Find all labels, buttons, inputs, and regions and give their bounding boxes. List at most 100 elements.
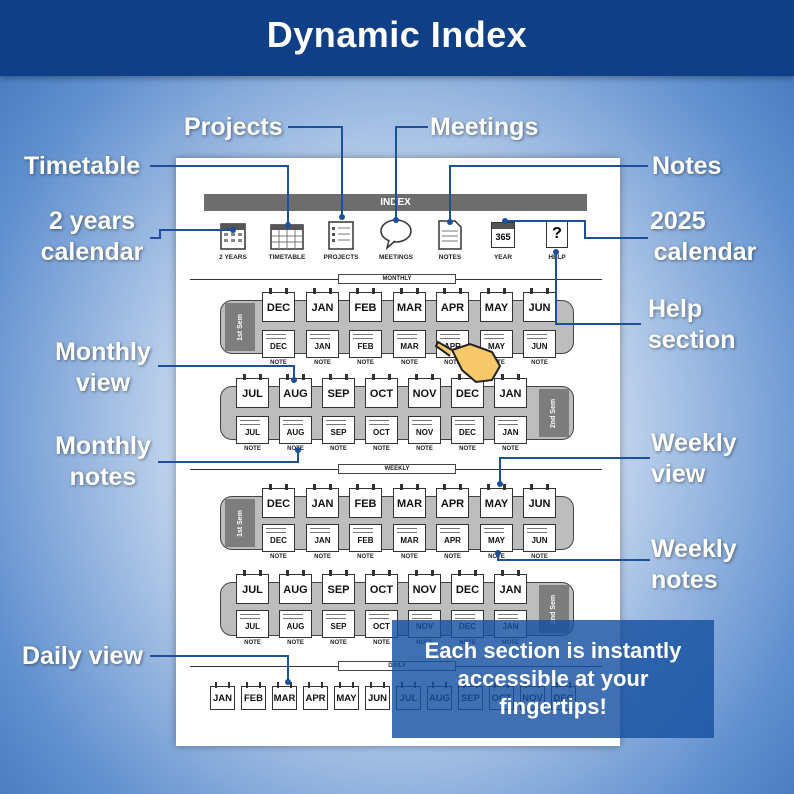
daily-month-jan[interactable]: JAN bbox=[210, 682, 235, 710]
monthly-h2-note-label: NOTE bbox=[287, 446, 304, 452]
weekly-h1-month-apr[interactable]: APR bbox=[436, 484, 469, 518]
weekly-h2-note-aug[interactable]: AUG bbox=[279, 610, 312, 638]
monthly-h2-note-nov[interactable]: NOV bbox=[408, 416, 441, 444]
monthly-h2-month-oct[interactable]: OCT bbox=[365, 374, 398, 408]
monthly-h1-note-apr[interactable]: APR bbox=[436, 330, 469, 358]
monthly-h1-note-feb[interactable]: FEB bbox=[349, 330, 382, 358]
callout-projects: Projects bbox=[184, 113, 283, 141]
calendar-grid-icon[interactable] bbox=[220, 220, 246, 250]
notepad-icon[interactable] bbox=[438, 220, 462, 250]
icon-label-2-years: 2 YEARS bbox=[219, 254, 247, 261]
weekly-h1-note-apr[interactable]: APR bbox=[436, 524, 469, 552]
weekly-h2-month-oct[interactable]: OCT bbox=[365, 570, 398, 604]
icon-label-meetings: MEETINGS bbox=[379, 254, 413, 261]
calendar-365-icon[interactable]: 365 bbox=[491, 222, 515, 248]
help-icon[interactable]: ? bbox=[546, 220, 568, 248]
icon-label-help: HELP bbox=[548, 254, 566, 261]
daily-month-may[interactable]: MAY bbox=[334, 682, 359, 710]
callout-meetings: Meetings bbox=[430, 113, 539, 141]
monthly-h1-note-label: NOTE bbox=[357, 360, 374, 366]
monthly-h1-note-jan[interactable]: JAN bbox=[306, 330, 339, 358]
callout-daily-view: Daily view bbox=[22, 642, 143, 670]
monthly-h2-month-jan[interactable]: JAN bbox=[494, 374, 527, 408]
weekly-h1-note-jun[interactable]: JUN bbox=[523, 524, 556, 552]
weekly-h2-month-sep[interactable]: SEP bbox=[322, 570, 355, 604]
icon-label-projects: PROJECTS bbox=[323, 254, 359, 261]
monthly-h1-note-may[interactable]: MAY bbox=[480, 330, 513, 358]
weekly-h1-note-feb[interactable]: FEB bbox=[349, 524, 382, 552]
monthly-h1-month-jan[interactable]: JAN bbox=[306, 288, 339, 322]
weekly-h2-month-jan[interactable]: JAN bbox=[494, 570, 527, 604]
monthly-h1-note-label: NOTE bbox=[444, 360, 461, 366]
weekly-h1-note-may[interactable]: MAY bbox=[480, 524, 513, 552]
monthly-h2-month-sep[interactable]: SEP bbox=[322, 374, 355, 408]
weekly-h1-note-dec[interactable]: DEC bbox=[262, 524, 295, 552]
weekly-h1-month-may[interactable]: MAY bbox=[480, 484, 513, 518]
monthly-h2-month-nov[interactable]: NOV bbox=[408, 374, 441, 408]
monthly-h1-month-dec[interactable]: DEC bbox=[262, 288, 295, 322]
weekly-h1-month-jan[interactable]: JAN bbox=[306, 484, 339, 518]
monthly-h2-note-aug[interactable]: AUG bbox=[279, 416, 312, 444]
monthly-h1-note-label: NOTE bbox=[531, 360, 548, 366]
icon-label-year: YEAR bbox=[493, 254, 513, 261]
weekly-h2-month-jul[interactable]: JUL bbox=[236, 570, 269, 604]
monthly-h2-note-sep[interactable]: SEP bbox=[322, 416, 355, 444]
monthly-h1-note-label: NOTE bbox=[488, 360, 505, 366]
monthly-h2-note-jul[interactable]: JUL bbox=[236, 416, 269, 444]
weekly-h1-month-feb[interactable]: FEB bbox=[349, 484, 382, 518]
checklist-icon[interactable] bbox=[328, 220, 354, 250]
monthly-h1-month-mar[interactable]: MAR bbox=[393, 288, 426, 322]
weekly-h2-note-label: NOTE bbox=[330, 640, 347, 646]
monthly-h1-month-apr[interactable]: APR bbox=[436, 288, 469, 322]
monthly-h1-month-jun[interactable]: JUN bbox=[523, 288, 556, 322]
speech-bubble-icon[interactable] bbox=[379, 218, 413, 250]
daily-month-apr[interactable]: APR bbox=[303, 682, 328, 710]
monthly-h2-note-dec[interactable]: DEC bbox=[451, 416, 484, 444]
monthly-h2-month-aug[interactable]: AUG bbox=[279, 374, 312, 408]
daily-month-jun[interactable]: JUN bbox=[365, 682, 390, 710]
monthly-h1-note-dec[interactable]: DEC bbox=[262, 330, 295, 358]
monthly-h1-note-jun[interactable]: JUN bbox=[523, 330, 556, 358]
monthly-h2-note-label: NOTE bbox=[502, 446, 519, 452]
monthly-h2-month-jul[interactable]: JUL bbox=[236, 374, 269, 408]
weekly-h1-note-mar[interactable]: MAR bbox=[393, 524, 426, 552]
daily-month-feb[interactable]: FEB bbox=[241, 682, 266, 710]
weekly-h1-month-dec[interactable]: DEC bbox=[262, 484, 295, 518]
monthly-h1-month-feb[interactable]: FEB bbox=[349, 288, 382, 322]
weekly-h2-month-aug[interactable]: AUG bbox=[279, 570, 312, 604]
weekly-h1-note-label: NOTE bbox=[488, 554, 505, 560]
section-label-weekly: WEEKLY bbox=[338, 464, 456, 474]
semester-tab-second: 2nd Sem bbox=[539, 389, 569, 437]
monthly-h2-note-oct[interactable]: OCT bbox=[365, 416, 398, 444]
monthly-h1-note-mar[interactable]: MAR bbox=[393, 330, 426, 358]
monthly-h2-month-dec[interactable]: DEC bbox=[451, 374, 484, 408]
weekly-h1-note-label: NOTE bbox=[401, 554, 418, 560]
weekly-h2-note-jul[interactable]: JUL bbox=[236, 610, 269, 638]
weekly-h1-note-label: NOTE bbox=[314, 554, 331, 560]
weekly-h2-month-nov[interactable]: NOV bbox=[408, 570, 441, 604]
callout-timetable: Timetable bbox=[24, 152, 141, 180]
monthly-h2-note-jan[interactable]: JAN bbox=[494, 416, 527, 444]
semester-tab-first: 1st Sem bbox=[225, 303, 255, 351]
icon-label-notes: NOTES bbox=[438, 254, 462, 261]
page-title: Dynamic Index bbox=[266, 14, 528, 55]
weekly-h2-note-sep[interactable]: SEP bbox=[322, 610, 355, 638]
table-icon[interactable] bbox=[270, 224, 304, 250]
weekly-h1-note-label: NOTE bbox=[444, 554, 461, 560]
daily-month-mar[interactable]: MAR bbox=[272, 682, 297, 710]
monthly-h1-month-may[interactable]: MAY bbox=[480, 288, 513, 322]
index-bar: INDEX bbox=[204, 194, 587, 211]
weekly-h1-month-mar[interactable]: MAR bbox=[393, 484, 426, 518]
monthly-h2-note-label: NOTE bbox=[330, 446, 347, 452]
monthly-h2-note-label: NOTE bbox=[373, 446, 390, 452]
weekly-h1-note-jan[interactable]: JAN bbox=[306, 524, 339, 552]
monthly-h2-note-label: NOTE bbox=[244, 446, 261, 452]
weekly-h1-month-jun[interactable]: JUN bbox=[523, 484, 556, 518]
header-banner: Dynamic Index bbox=[0, 0, 794, 76]
weekly-h2-month-dec[interactable]: DEC bbox=[451, 570, 484, 604]
